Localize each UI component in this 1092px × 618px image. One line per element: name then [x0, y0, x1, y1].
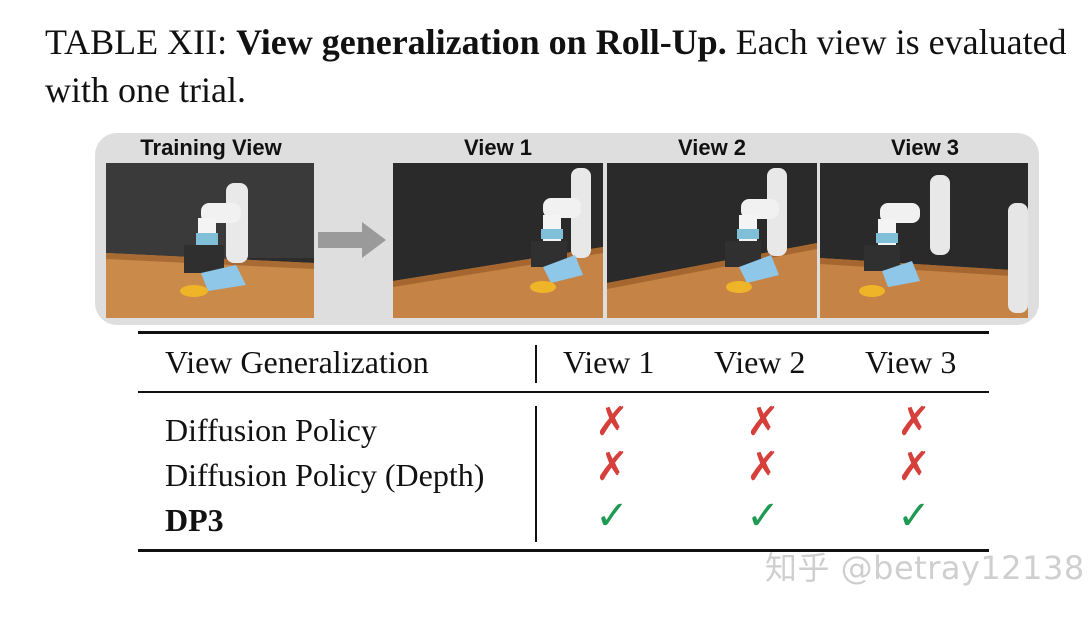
training-view-title: Training View: [140, 135, 282, 160]
caption-bold-title: View generalization on Roll-Up.: [236, 22, 727, 62]
check-icon: ✓: [595, 493, 629, 539]
view-2-photo: [607, 163, 817, 318]
cross-icon: ✗: [595, 399, 629, 445]
table-caption: TABLE XII: View generalization on Roll-U…: [45, 18, 1085, 114]
table-header-rule: [138, 391, 989, 393]
caption-label: TABLE XII:: [45, 22, 228, 62]
view-3-title: View 3: [890, 135, 960, 160]
header-view-2: View 2: [714, 344, 806, 380]
arrow-icon: [318, 222, 386, 258]
cross-icon: ✗: [746, 399, 780, 445]
watermark: 知乎 @betray12138: [765, 549, 1085, 587]
view-1-title: View 1: [463, 135, 533, 160]
body-column-divider: [535, 406, 537, 542]
table-top-rule: [138, 331, 989, 334]
header-view-3: View 3: [865, 344, 957, 380]
row-method-diffusion-policy-depth: Diffusion Policy (Depth): [165, 457, 485, 493]
header-view-generalization: View Generalization: [165, 344, 429, 380]
row-method-dp3: DP3: [165, 502, 224, 538]
caption-text: Each view is evaluated with one trial.: [45, 22, 1067, 110]
cross-icon: ✗: [595, 444, 629, 490]
cross-icon: ✗: [746, 444, 780, 490]
header-column-divider: [535, 345, 537, 383]
view-3-photo: [820, 163, 1028, 318]
view-1-photo: [393, 163, 603, 318]
training-view-photo: [106, 163, 314, 318]
row-method-diffusion-policy: Diffusion Policy: [165, 412, 377, 448]
view-2-title: View 2: [677, 135, 747, 160]
check-icon: ✓: [897, 493, 931, 539]
header-view-1: View 1: [563, 344, 655, 380]
table-bottom-rule: [138, 549, 989, 552]
check-icon: ✓: [746, 493, 780, 539]
cross-icon: ✗: [897, 444, 931, 490]
cross-icon: ✗: [897, 399, 931, 445]
